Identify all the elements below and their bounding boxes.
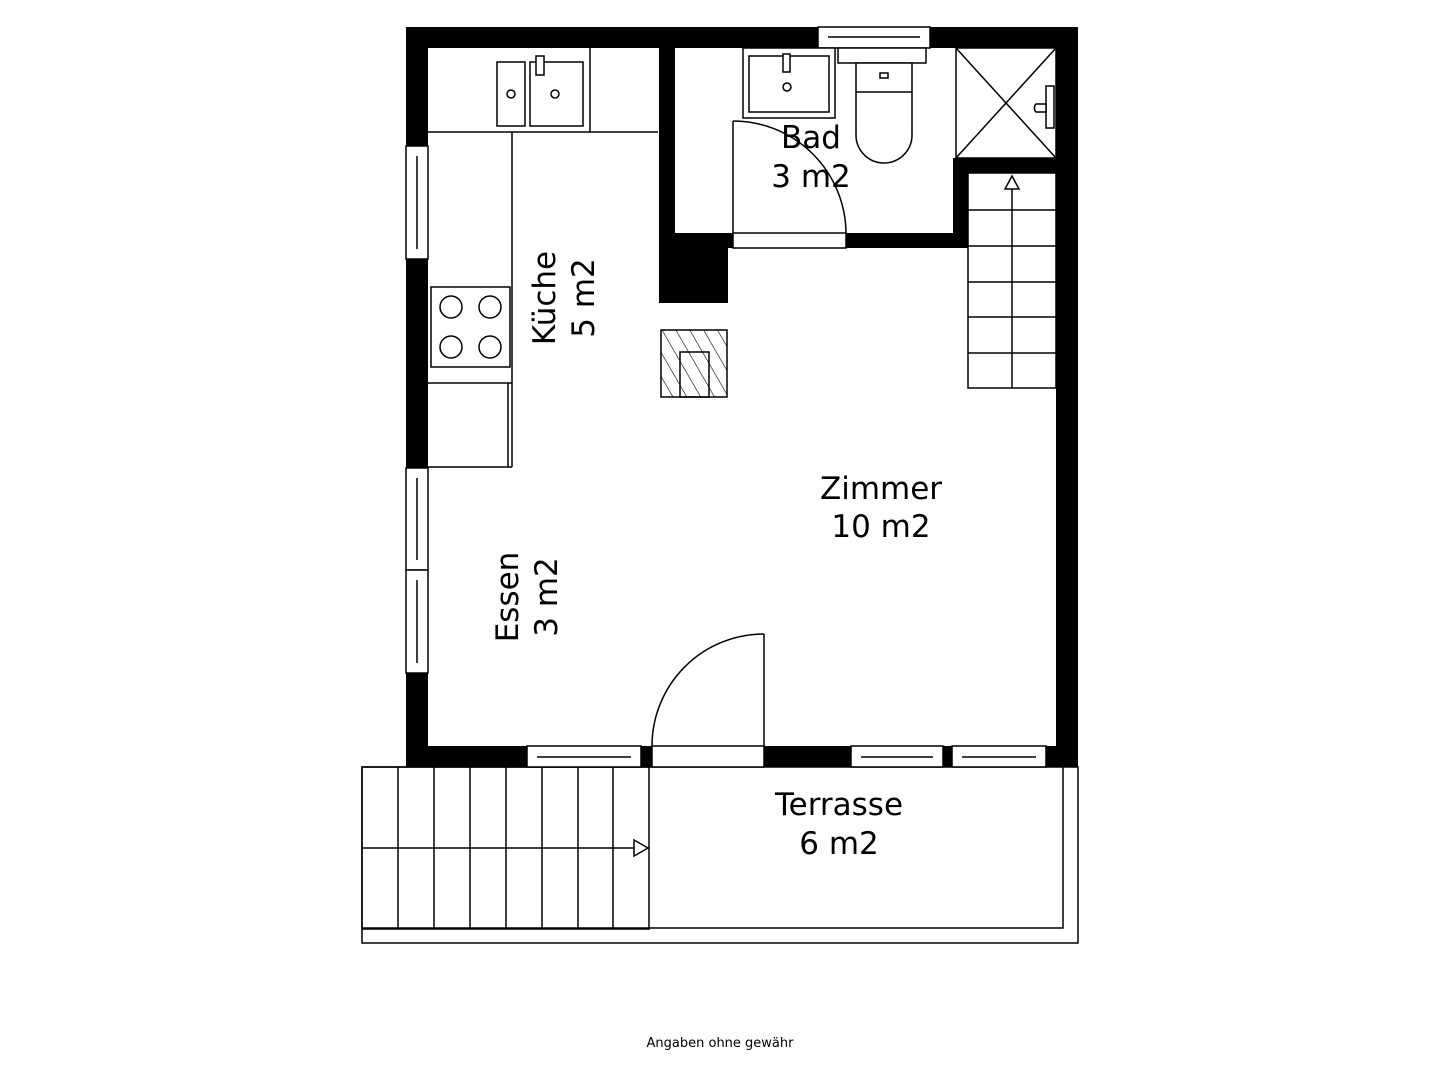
entrance-door[interactable]	[651, 633, 765, 768]
room-name-terrasse: Terrasse	[774, 787, 903, 823]
room-name-zimmer: Zimmer	[820, 471, 942, 507]
windows	[405, 26, 1047, 768]
room-area-bad: 3 m2	[771, 159, 851, 195]
kitchen-counter	[428, 48, 658, 468]
kitchen-sink	[496, 55, 584, 127]
room-area-terrasse: 6 m2	[799, 826, 879, 862]
room-name-bad: Bad	[781, 120, 841, 156]
disclaimer: Angaben ohne gewähr	[647, 1036, 795, 1051]
arrow-icon	[1003, 174, 1021, 190]
room-area-kueche: 5 m2	[566, 258, 602, 338]
room-name-kueche: Küche	[527, 251, 563, 345]
bathroom-sink	[742, 47, 836, 119]
chimney	[660, 329, 728, 398]
bathroom-door[interactable]	[732, 120, 847, 249]
room-name-essen: Essen	[490, 552, 526, 643]
toilet-icon	[837, 47, 927, 164]
shower-icon	[955, 47, 1057, 159]
stove-icon	[430, 286, 511, 368]
terrace-stairs	[361, 766, 650, 930]
room-area-zimmer: 10 m2	[831, 509, 930, 545]
arrow-icon	[633, 838, 650, 858]
interior-stairs	[967, 172, 1057, 389]
room-area-essen: 3 m2	[529, 557, 565, 637]
